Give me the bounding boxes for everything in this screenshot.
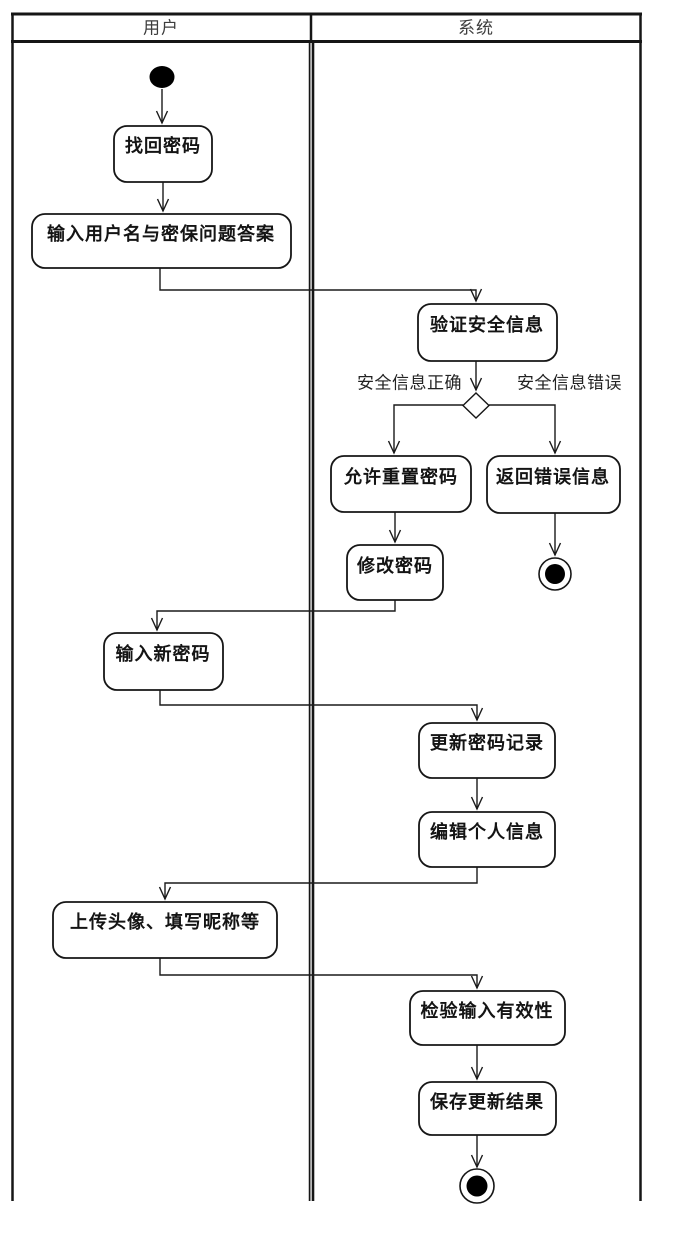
activity-update-password-record: 更新密码记录 <box>418 722 556 779</box>
activity-shape <box>346 544 444 601</box>
guard-label-wrong: 安全信息错误 <box>517 374 622 393</box>
activity-shape <box>330 455 472 513</box>
edge-decision-to-allow-reset <box>387 404 463 455</box>
activity-return-error-message: 返回错误信息 <box>486 455 621 514</box>
guard-label-correct: 安全信息正确 <box>357 374 462 393</box>
activity-label: 修改密码 <box>356 555 433 576</box>
activity-shape <box>409 990 566 1046</box>
activity-shape <box>418 811 556 868</box>
activity-shape <box>418 1081 557 1136</box>
final-node-dot <box>545 564 565 584</box>
activity-upload-avatar-fill-nickname: 上传头像、填写昵称等 <box>52 901 278 959</box>
activity-shape <box>103 632 224 691</box>
edge-decision-to-return-error <box>489 404 562 455</box>
activity-shape <box>486 455 621 514</box>
control-flow-edges <box>150 89 562 1169</box>
activity-label: 返回错误信息 <box>496 466 610 487</box>
decision-node: 安全信息正确 安全信息错误 <box>357 374 622 419</box>
activity-verify-security-info: 验证安全信息 <box>417 303 558 362</box>
activity-label: 保存更新结果 <box>429 1091 544 1112</box>
activity-enter-new-password: 输入新密码 <box>103 632 224 691</box>
decision-diamond <box>461 392 491 419</box>
final-node-main-flow <box>459 1168 495 1204</box>
edge-upload-avatar-to-validate-input <box>159 958 484 990</box>
edge-enter-new-password-to-update-record <box>159 690 484 722</box>
activity-label: 检验输入有效性 <box>421 1000 554 1021</box>
activity-label: 输入新密码 <box>116 643 211 664</box>
activity-label: 输入用户名与密保问题答案 <box>47 223 275 244</box>
activity-shape <box>113 125 213 183</box>
activity-label: 验证安全信息 <box>430 314 544 335</box>
activity-modify-password: 修改密码 <box>346 544 444 601</box>
edge-modify-password-to-enter-new-password <box>150 600 396 632</box>
activity-shape <box>418 722 556 779</box>
activity-shape <box>31 213 292 269</box>
activity-edit-personal-info: 编辑个人信息 <box>418 811 556 868</box>
activity-retrieve-password: 找回密码 <box>113 125 213 183</box>
activity-label: 更新密码记录 <box>430 732 544 753</box>
activity-enter-username-and-security-answer: 输入用户名与密保问题答案 <box>31 213 292 269</box>
activity-save-update-result: 保存更新结果 <box>418 1081 557 1136</box>
edge-enter-username-to-verify-security <box>159 268 483 303</box>
activity-allow-password-reset: 允许重置密码 <box>330 455 472 513</box>
lane-title-user: 用户 <box>143 19 179 38</box>
activity-label: 上传头像、填写昵称等 <box>70 911 260 932</box>
edge-edit-info-to-upload-avatar <box>158 867 478 901</box>
lane-title-system: 系统 <box>458 19 494 38</box>
final-node-error-branch <box>538 557 572 591</box>
activity-shape <box>52 901 278 959</box>
activity-label: 编辑个人信息 <box>430 821 544 842</box>
activity-label: 找回密码 <box>125 135 201 156</box>
activity-shape <box>417 303 558 362</box>
activity-label: 允许重置密码 <box>343 466 458 487</box>
initial-node <box>149 66 175 88</box>
swimlane-frame: 用户 系统 <box>11 12 642 1201</box>
final-node-dot <box>466 1175 488 1197</box>
initial-node-dot <box>149 66 175 88</box>
activity-validate-input: 检验输入有效性 <box>409 990 566 1046</box>
